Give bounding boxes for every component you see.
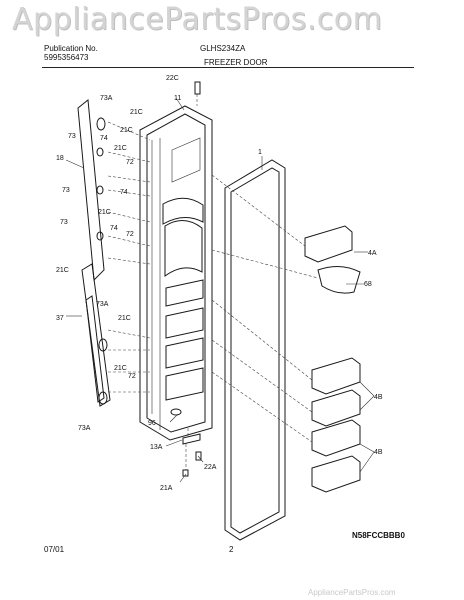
callout-4a: 4A bbox=[368, 250, 377, 257]
callout-21c-a: 21C bbox=[120, 127, 133, 134]
callout-73-b: 73 bbox=[62, 187, 70, 194]
callout-96: 96 bbox=[148, 420, 156, 427]
callout-21a: 21A bbox=[160, 485, 173, 492]
callout-22c: 22C bbox=[166, 75, 179, 82]
callout-21c-top: 21C bbox=[130, 109, 143, 116]
callout-21c-b: 21C bbox=[114, 145, 127, 152]
callout-21c-f: 21C bbox=[114, 365, 127, 372]
callout-68: 68 bbox=[364, 281, 372, 288]
callout-4b-a: 4B bbox=[374, 394, 383, 401]
callout-73-c: 73 bbox=[60, 219, 68, 226]
callout-72-a: 72 bbox=[126, 159, 134, 166]
callout-37: 37 bbox=[56, 315, 64, 322]
callout-1: 1 bbox=[258, 149, 262, 156]
door-panel bbox=[139, 81, 213, 477]
callout-73-a: 73 bbox=[68, 133, 76, 140]
door-bins bbox=[211, 174, 361, 493]
watermark-bottom: AppliancePartsPros.com bbox=[308, 588, 396, 597]
handle-parts bbox=[77, 99, 111, 407]
model-number: GLHS234ZA bbox=[200, 44, 246, 53]
watermark: AppliancePartsPros.com bbox=[12, 2, 383, 37]
callout-18: 18 bbox=[56, 155, 64, 162]
callout-74-c: 74 bbox=[110, 225, 118, 232]
callout-73a-top: 73A bbox=[100, 95, 113, 102]
publication-label: Publication No. bbox=[44, 44, 98, 53]
footer-date: 07/01 bbox=[44, 545, 65, 554]
callout-73a-mid: 73A bbox=[96, 301, 109, 308]
callout-72-c: 72 bbox=[128, 373, 136, 380]
callout-labels: 22C 11 21C 73A 21C 73 74 21C 18 72 73 74… bbox=[56, 75, 383, 492]
publication-number: 5995356473 bbox=[44, 53, 89, 62]
section-title: FREEZER DOOR bbox=[204, 58, 268, 67]
callout-22a: 22A bbox=[204, 464, 217, 471]
header-rule bbox=[42, 67, 414, 68]
callout-74-b: 74 bbox=[120, 189, 128, 196]
callout-21c-c: 21C bbox=[98, 209, 111, 216]
callout-11: 11 bbox=[174, 95, 181, 102]
screw-leaders bbox=[107, 121, 151, 393]
callout-73a-bottom: 73A bbox=[78, 425, 91, 432]
callout-72-b: 72 bbox=[126, 231, 134, 238]
door-gasket bbox=[224, 159, 286, 541]
diagram-code: N58FCCBBB0 bbox=[352, 531, 405, 540]
callout-74-a: 74 bbox=[100, 135, 108, 142]
callout-4b-b: 4B bbox=[374, 449, 383, 456]
callout-leaders bbox=[65, 97, 375, 483]
footer-page-number: 2 bbox=[229, 545, 234, 554]
callout-21c-d: 21C bbox=[56, 267, 69, 274]
callout-13a: 13A bbox=[150, 444, 163, 451]
callout-21c-e: 21C bbox=[118, 315, 131, 322]
